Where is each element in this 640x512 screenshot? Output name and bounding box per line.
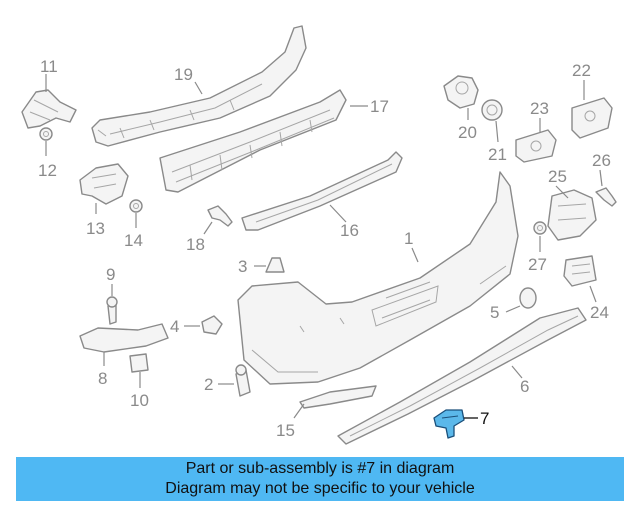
part-6-diffuser xyxy=(337,307,587,445)
part-13-bracket xyxy=(79,163,129,205)
part-15-trim xyxy=(299,385,377,409)
part-17-reinforcement xyxy=(159,89,347,193)
callout-16: 16 xyxy=(340,221,359,240)
callout-19: 19 xyxy=(174,65,193,84)
callout-5: 5 xyxy=(490,303,499,322)
callout-6: 6 xyxy=(520,377,529,396)
callout-11: 11 xyxy=(40,57,58,76)
callout-14: 14 xyxy=(124,231,143,250)
part-2-bolt xyxy=(235,364,251,397)
part-1-bumper-cover xyxy=(237,171,519,385)
callout-3: 3 xyxy=(238,257,247,276)
callout-13: 13 xyxy=(86,219,105,238)
info-banner: Part or sub-assembly is #7 in diagram Di… xyxy=(16,457,624,501)
callout-23: 23 xyxy=(530,99,549,118)
part-3-clip xyxy=(265,257,285,273)
part-18-bolt xyxy=(207,205,233,227)
callout-24: 24 xyxy=(590,303,609,322)
part-19-absorber xyxy=(91,25,307,147)
callout-1: 1 xyxy=(404,229,413,248)
part-21-grommet xyxy=(481,99,503,121)
callout-22: 22 xyxy=(572,61,591,80)
banner-line-2: Diagram may not be specific to your vehi… xyxy=(165,480,475,497)
part-9-bolt xyxy=(106,296,118,325)
callout-20: 20 xyxy=(458,123,477,142)
part-7-bracket-highlighted xyxy=(433,409,465,439)
callout-27: 27 xyxy=(528,255,547,274)
part-14-clip xyxy=(129,199,143,213)
part-24-module xyxy=(563,255,597,287)
callout-12: 12 xyxy=(38,161,57,180)
callout-17: 17 xyxy=(370,97,389,116)
part-22-sensor-bracket xyxy=(571,97,613,139)
part-11-bracket xyxy=(21,89,77,129)
part-27-clip xyxy=(533,221,547,235)
callout-15: 15 xyxy=(276,421,295,440)
callout-7: 7 xyxy=(480,409,489,428)
callout-18: 18 xyxy=(186,235,205,254)
part-23-sensor-bracket xyxy=(515,129,557,163)
part-20-sensor xyxy=(443,75,479,109)
part-4-clip xyxy=(201,315,223,335)
part-5-reflector xyxy=(519,287,537,309)
part-10-clip xyxy=(129,353,149,373)
part-26-screw xyxy=(595,187,617,207)
part-25-bracket xyxy=(547,189,597,241)
part-16-impact-bar xyxy=(241,151,403,231)
parts-diagram: 11 12 19 17 13 14 18 16 20 21 23 22 25 2… xyxy=(21,25,617,445)
callout-26: 26 xyxy=(592,151,611,170)
part-8-bracket xyxy=(79,323,169,353)
callout-2: 2 xyxy=(204,375,213,394)
callout-25: 25 xyxy=(548,167,567,186)
callout-10: 10 xyxy=(130,391,149,410)
callout-21: 21 xyxy=(488,145,507,164)
part-12-nut xyxy=(39,127,53,141)
callout-9: 9 xyxy=(106,265,115,284)
callout-4: 4 xyxy=(170,317,179,336)
banner-line-1: Part or sub-assembly is #7 in diagram xyxy=(185,460,455,477)
callout-8: 8 xyxy=(98,369,107,388)
